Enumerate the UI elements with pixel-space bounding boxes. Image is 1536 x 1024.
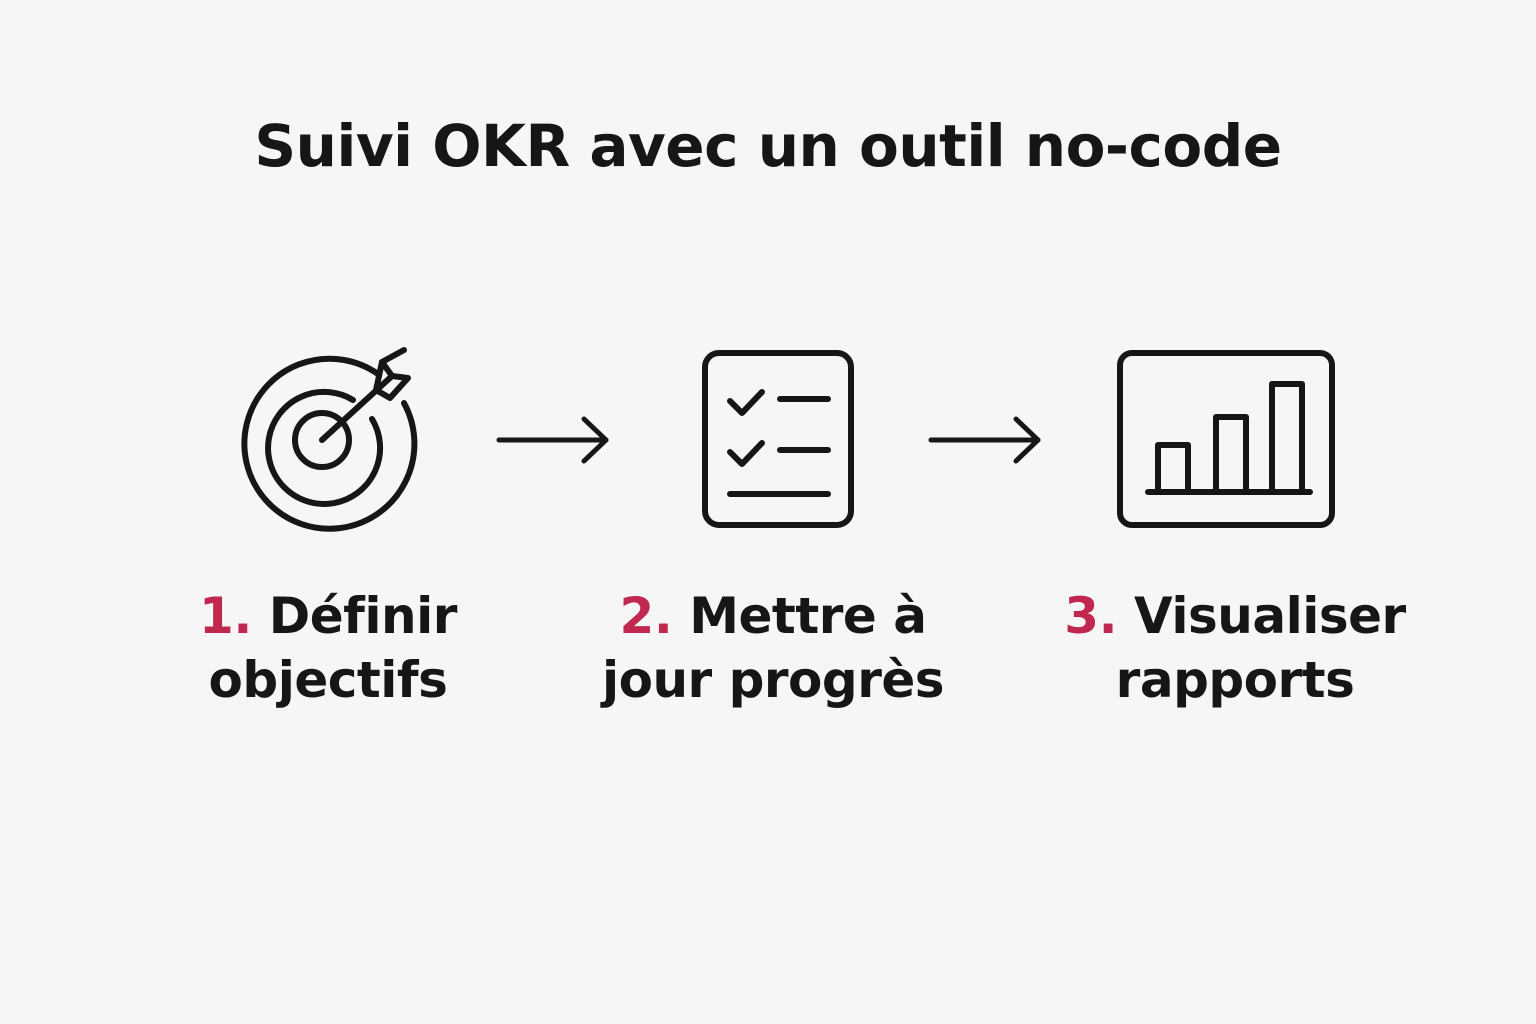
- step-number: 3.: [1064, 587, 1118, 645]
- arrow-right-icon: [496, 414, 612, 470]
- step-title-line1: Visualiser: [1134, 587, 1406, 645]
- step-2-label: 2. Mettre à jour progrès: [580, 584, 966, 712]
- step-title-line1: Définir: [268, 587, 458, 645]
- step-3-label: 3. Visualiser rapports: [1040, 584, 1430, 712]
- step-number: 2.: [619, 587, 673, 645]
- arrow-right-icon: [928, 414, 1044, 470]
- step-1-label: 1. Définir objectifs: [150, 584, 506, 712]
- checklist-icon: [700, 348, 858, 532]
- step-title-line1: Mettre à: [689, 587, 927, 645]
- step-number: 1.: [199, 587, 252, 645]
- step-title-line2: objectifs: [208, 651, 448, 709]
- step-title-line2: jour progrès: [601, 651, 945, 709]
- target-arrow-icon: [228, 346, 428, 536]
- step-title-line2: rapports: [1115, 651, 1355, 709]
- page-title: Suivi OKR avec un outil no-code: [254, 112, 1282, 180]
- bar-chart-report-icon: [1114, 348, 1340, 532]
